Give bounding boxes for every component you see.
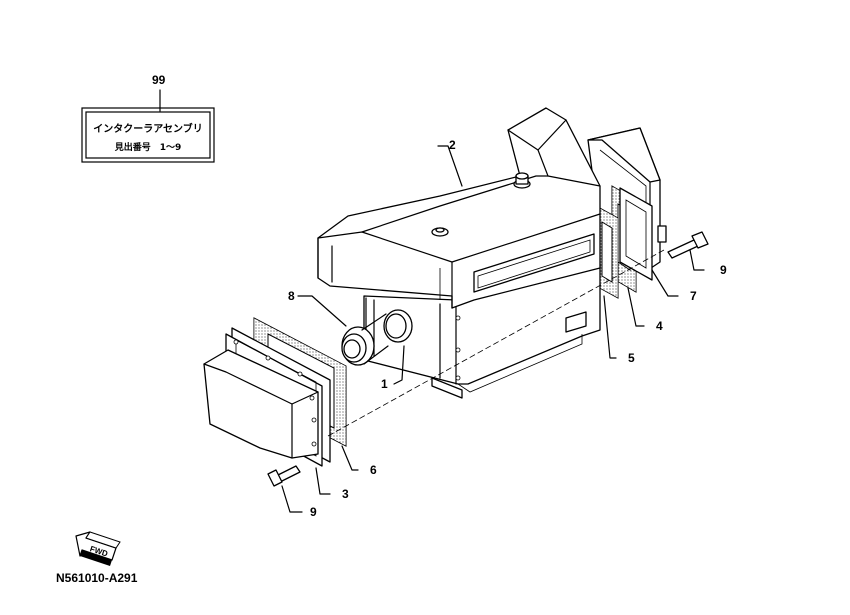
bolt-9-right — [667, 231, 709, 259]
right-plate-6r — [619, 187, 653, 281]
callout-8: 8 — [288, 289, 295, 303]
right-gasket-5 — [595, 205, 619, 299]
hose-connector-8 — [341, 309, 413, 366]
callout-3: 3 — [342, 487, 349, 501]
forward-arrow-icon: FWD — [75, 531, 121, 566]
callout-4: 4 — [656, 319, 663, 333]
drawing-number: N561010-A291 — [56, 571, 138, 585]
callout-5: 5 — [628, 351, 635, 365]
left-end-cover — [203, 339, 319, 459]
intercooler-cover-2 — [317, 107, 601, 309]
leaders — [281, 145, 705, 513]
callout-2: 2 — [449, 138, 456, 152]
callout-1: 1 — [381, 377, 388, 391]
callout-9-right: 9 — [720, 263, 727, 277]
parts-label-box: 99 インタクーラアセンブリ 見出番号 1～9 — [81, 73, 215, 163]
callout-6: 6 — [370, 463, 377, 477]
bolt-9-left — [267, 465, 301, 487]
parts-label-subtitle: 見出番号 1～9 — [114, 141, 182, 153]
callout-99: 99 — [152, 73, 166, 87]
callout-7: 7 — [690, 289, 697, 303]
callout-9-left: 9 — [310, 505, 317, 519]
parts-label-title: インタクーラアセンブリ — [93, 122, 203, 135]
